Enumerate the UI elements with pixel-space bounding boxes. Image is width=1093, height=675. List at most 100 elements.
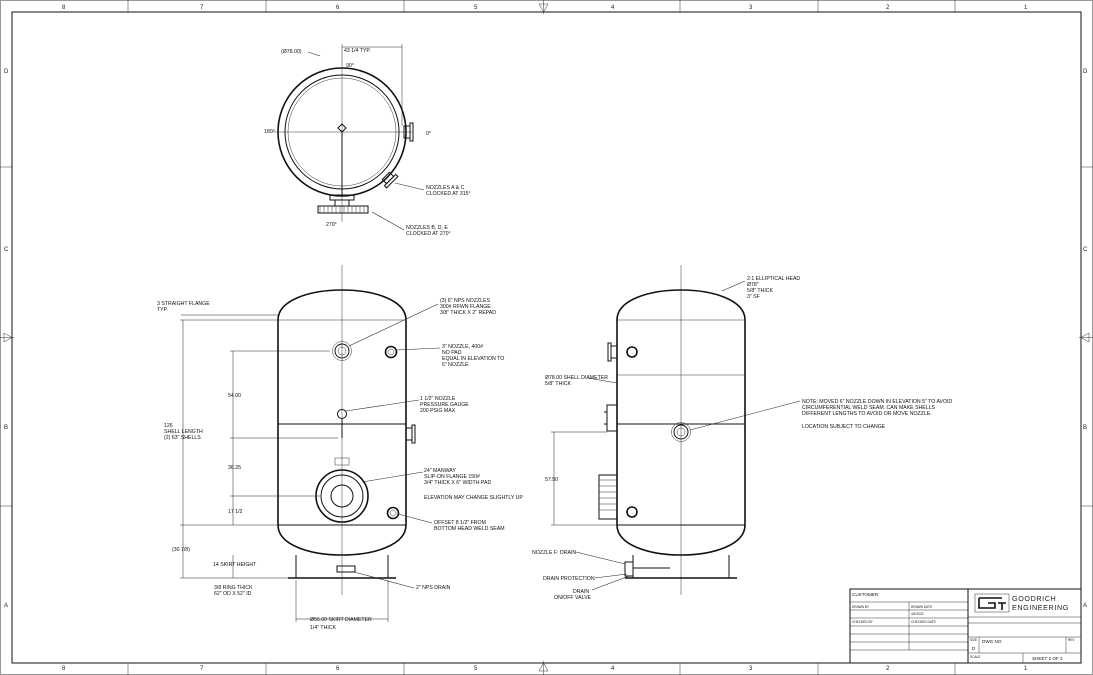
angle-270: 270° — [326, 222, 337, 228]
zone-col-1-bottom: 1 — [1024, 666, 1028, 672]
logo-text-line1: GOODRICH — [1012, 594, 1056, 603]
note-3in-line3: EQUAL IN ELEVATION TO — [442, 356, 504, 362]
zone-col-6-bottom: 6 — [336, 666, 340, 672]
zone-col-3-bottom: 3 — [749, 666, 753, 672]
zone-row-c: C — [4, 247, 9, 253]
scale-label: SCALE — [970, 655, 980, 659]
zone-row-a: A — [4, 603, 8, 609]
shell-length-line2: SHELL LENGTH — [164, 429, 203, 435]
zone-col-4-bottom: 4 — [611, 666, 615, 672]
checked-by-label: CHECKED BY — [852, 620, 874, 624]
note-manway-line3: 3/4" THICK X 6" WIDTH PAD — [424, 480, 491, 486]
dim-54: 54.00 — [228, 393, 241, 399]
ring-thick-line1: 3/8 RING THICK — [214, 585, 253, 591]
skirt-diameter-line2: 1/4" THICK — [310, 625, 337, 631]
zone-col-2-bottom: 2 — [886, 666, 890, 672]
customer-label: CUSTOMER: — [852, 592, 879, 597]
zone-col-1: 1 — [1024, 5, 1028, 11]
note-112-line2: PRESSURE GAUGE — [420, 402, 469, 408]
side-view — [551, 265, 801, 595]
shell-length-line3: (2) 63" SHELLS — [164, 435, 201, 441]
shell-length-line1: 126 — [164, 423, 173, 429]
note-manway-line2: SLIP-ON FLANGE 150# — [424, 474, 480, 480]
zone-row-d-right: D — [1083, 69, 1088, 75]
head-line1: 2:1 ELLIPTICAL HEAD — [747, 276, 800, 282]
drawn-date-label: DRAWN DATE — [911, 605, 932, 609]
drawn-date-value: 4/4/2023 — [911, 612, 924, 616]
rev-label: REV — [1068, 638, 1075, 642]
head-line2: Ø78" — [747, 282, 759, 288]
note-moved-line2: CIRCUMFERENTIAL WELD SEAM. CAN MAKE SHEL… — [802, 405, 936, 411]
note-6in-line2: 300# RFWN FLANGE — [440, 304, 491, 310]
nozzle-f-drain: NOZZLE F: DRAIN — [532, 550, 576, 556]
zone-col-8-bottom: 8 — [62, 666, 66, 672]
checked-date-label: CHECKED DATE — [911, 620, 936, 624]
note-112-line1: 1 1/2" NOZZLE — [420, 396, 456, 402]
nozzles-abc-line1: NOZZLES A & C — [426, 185, 465, 191]
nozzles-bde-line1: NOZZLES B, D, E — [406, 225, 448, 231]
note-location: LOCATION SUBJECT TO CHANGE — [802, 424, 886, 430]
skirt-height: 14 SKIRT HEIGHT — [213, 562, 257, 568]
note-6in-line1: (3) 6" NPS NOZZLES — [440, 298, 491, 304]
note-moved-line3: DIFFERENT LENGTHS TO AVOID OR MOVE NOZZL… — [802, 411, 932, 417]
note-3in-line4: 6" NOZZLE — [442, 362, 469, 368]
zone-col-2: 2 — [886, 5, 890, 11]
note-elevation: ELEVATION MAY CHANGE SLIGHTLY UP — [424, 495, 523, 501]
zone-col-7: 7 — [200, 5, 204, 11]
dim-17-1-2: 17 1/2 — [228, 509, 243, 515]
size-value: D — [972, 646, 976, 651]
top-diameter-label: (Ø78.00) — [281, 49, 302, 55]
drain-valve-line2: ON/OFF VALVE — [554, 595, 592, 601]
note-112-line3: 200 PSIG MAX — [420, 408, 456, 414]
zone-col-8: 8 — [62, 5, 66, 11]
logo-mark-icon — [974, 593, 1010, 613]
dwg-no-label: DWG NO — [982, 639, 1002, 644]
note-offset-line1: OFFSET 8 1/2" FROM — [434, 520, 486, 526]
logo-text-line2: ENGINEERING — [1012, 603, 1069, 612]
zone-col-7-bottom: 7 — [200, 666, 204, 672]
note-moved-line1: NOTE: MOVED 6" NOZZLE DOWN IN ELEVATION … — [802, 399, 952, 405]
zone-row-a-right: A — [1083, 603, 1087, 609]
zone-row-b: B — [4, 425, 8, 431]
dim-30-7-8: (30 7/8) — [172, 547, 190, 553]
zone-col-5: 5 — [474, 5, 478, 11]
front-view — [180, 265, 441, 622]
drawn-by-label: DRAWN BY — [852, 605, 870, 609]
nozzles-abc-line2: CLOCKED AT 315° — [426, 191, 471, 197]
straight-flange-line2: TYP. — [157, 307, 168, 313]
note-3in-line2: NO PAD — [442, 350, 462, 356]
note-manway-line1: 24" MANWAY — [424, 468, 456, 474]
angle-180: 180° — [264, 129, 275, 135]
straight-flange-line1: 3 STRAIGHT FLANGE — [157, 301, 210, 307]
zone-col-4: 4 — [611, 5, 615, 11]
size-label: SIZE — [970, 638, 977, 642]
zone-col-5-bottom: 5 — [474, 666, 478, 672]
zone-col-6: 6 — [336, 5, 340, 11]
note-offset-line2: BOTTOM HEAD WELD SEAM — [434, 526, 505, 532]
inner-border — [11, 11, 1082, 664]
dim-57-50: 57.50 — [545, 477, 558, 483]
zone-col-3: 3 — [749, 5, 753, 11]
zone-row-b-right: B — [1083, 425, 1087, 431]
skirt-diameter-line1: Ø56.00 SKIRT DIAMETER — [310, 617, 372, 623]
title-block — [849, 588, 1082, 664]
head-line4: 3" SF — [747, 294, 760, 300]
note-3in-line1: 3" NOZZLE, 400# — [442, 344, 483, 350]
angle-90: 90° — [346, 63, 354, 69]
drain-valve-line1: DRAIN — [573, 589, 589, 595]
sheet-label: SHEET 2 OF 2 — [1032, 656, 1063, 661]
note-6in-line3: 3/8" THICK X 2" REPAD — [440, 310, 496, 316]
dim-36-25: 36.25 — [228, 465, 241, 471]
note-drain: 2" NPS DRAIN — [416, 585, 451, 591]
nozzles-bde-line2: CLOCKED AT 270° — [406, 231, 451, 237]
angle-0: 0° — [426, 131, 431, 137]
drain-protection: DRAIN PROTECTION — [543, 576, 595, 582]
zone-row-d: D — [4, 69, 9, 75]
head-line3: 5/8" THICK — [747, 288, 774, 294]
shell-line1: Ø78.00 SHELL DIAMETER — [545, 375, 608, 381]
shell-line2: 5/8" THICK — [545, 381, 572, 387]
top-typ-dim: 43 1/4 TYP. — [344, 48, 371, 54]
